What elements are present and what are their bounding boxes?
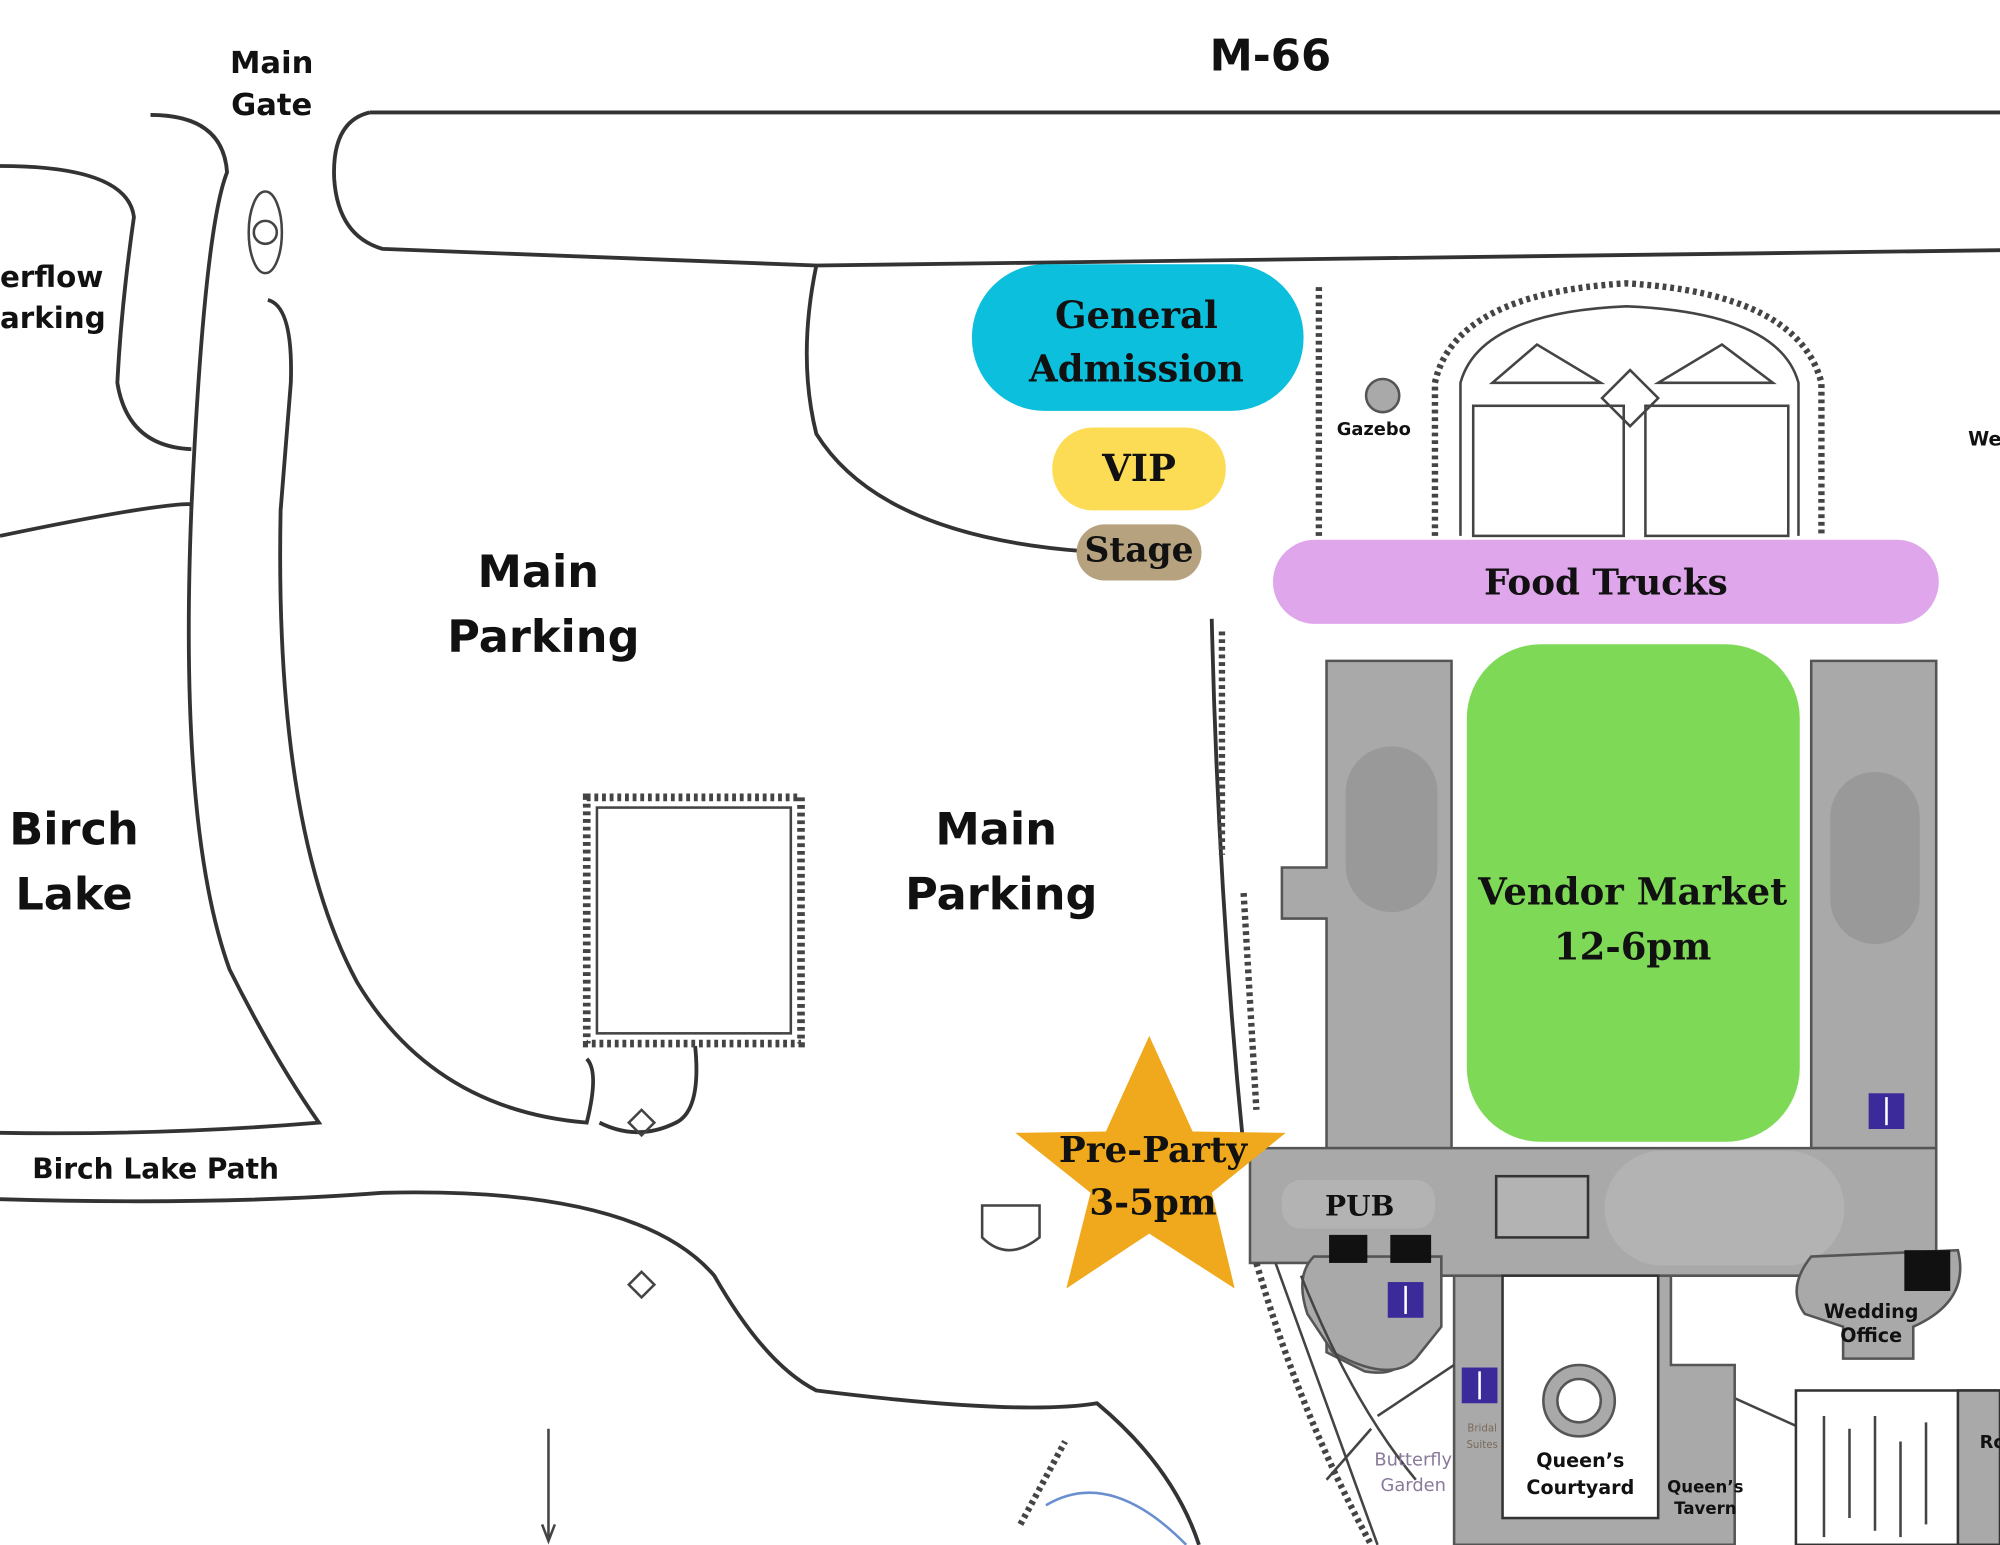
- label-highway-m66: M-66: [1210, 31, 1331, 81]
- label-main-gate-line1: Main: [230, 46, 313, 81]
- label-wedding-office-line1: Wedding: [1824, 1300, 1919, 1323]
- pre-party-label-line1: Pre-Party: [1059, 1129, 1249, 1171]
- label-wedding-office-line2: Office: [1840, 1324, 1902, 1347]
- vip-label: VIP: [1101, 446, 1176, 490]
- label-main-parking-1-line1: Main: [477, 546, 599, 598]
- label-queens-tavern-line2: Tavern: [1674, 1499, 1736, 1518]
- stairs-icon: [1329, 1234, 1368, 1263]
- label-pub: PUB: [1325, 1190, 1394, 1223]
- label-overflow-parking-line1: erflow: [0, 260, 103, 294]
- label-overflow-parking-line2: arking: [0, 301, 106, 335]
- label-queens-tavern-line1: Queen’s: [1667, 1478, 1743, 1497]
- label-main-parking-2-line1: Main: [935, 804, 1057, 856]
- label-birch-lake-line1: Birch: [9, 804, 139, 856]
- label-bridal-suites-line1: Bridal: [1467, 1423, 1497, 1434]
- label-birch-lake-path: Birch Lake Path: [32, 1153, 279, 1186]
- label-ro-partial: Ro: [1980, 1432, 2000, 1453]
- formal-garden: Gazebo We: [1315, 280, 2000, 538]
- stage-label: Stage: [1085, 530, 1194, 570]
- vendor-market-label-line1: Vendor Market: [1477, 870, 1787, 914]
- stairs-icon: [1390, 1234, 1432, 1263]
- stairs-icon: [1904, 1250, 1951, 1291]
- vendor-market-label-time: 12-6pm: [1554, 924, 1711, 968]
- label-butterfly-garden-line2: Garden: [1381, 1475, 1446, 1496]
- label-butterfly-garden-line1: Butterfly: [1374, 1450, 1452, 1471]
- event-zone-stage[interactable]: Stage: [1076, 524, 1202, 581]
- event-zone-general-admission[interactable]: General Admission: [971, 264, 1304, 411]
- general-admission-label-line1: General: [1055, 293, 1218, 337]
- label-we-partial: We: [1968, 427, 2000, 450]
- label-bridal-suites-line2: Suites: [1466, 1440, 1497, 1451]
- restroom-icon: [1868, 1093, 1905, 1130]
- star-icon: [1015, 1035, 1286, 1289]
- map-labels: M-66 Main Gate erflow arking Main Parkin…: [0, 31, 2000, 1518]
- event-zone-vip[interactable]: VIP: [1052, 427, 1226, 511]
- buildings: [1017, 631, 2000, 1545]
- restroom-icon: [1461, 1367, 1498, 1404]
- marker-icon: [627, 1108, 657, 1138]
- general-admission-label-line2: Admission: [1028, 347, 1244, 391]
- label-queens-courtyard-line2: Courtyard: [1526, 1476, 1634, 1499]
- label-gazebo: Gazebo: [1337, 419, 1411, 440]
- pre-party-label-time: 3-5pm: [1089, 1181, 1216, 1223]
- event-zone-food-trucks[interactable]: Food Trucks: [1272, 539, 1939, 624]
- label-main-gate-line2: Gate: [231, 88, 312, 123]
- label-birch-lake-line2: Lake: [15, 869, 132, 921]
- marker-icon: [627, 1270, 657, 1300]
- label-queens-courtyard-line1: Queen’s: [1536, 1449, 1624, 1472]
- event-zone-pre-party[interactable]: Pre-Party 3-5pm: [1015, 1035, 1286, 1289]
- label-main-parking-2-line2: Parking: [905, 869, 1097, 921]
- event-zone-vendor-market[interactable]: Vendor Market 12-6pm: [1466, 644, 1800, 1142]
- parking-island: [582, 793, 805, 1048]
- label-main-parking-1-line2: Parking: [447, 611, 639, 663]
- restroom-icon: [1387, 1282, 1424, 1318]
- food-trucks-label: Food Trucks: [1484, 562, 1728, 604]
- gazebo-icon: [1364, 377, 1401, 414]
